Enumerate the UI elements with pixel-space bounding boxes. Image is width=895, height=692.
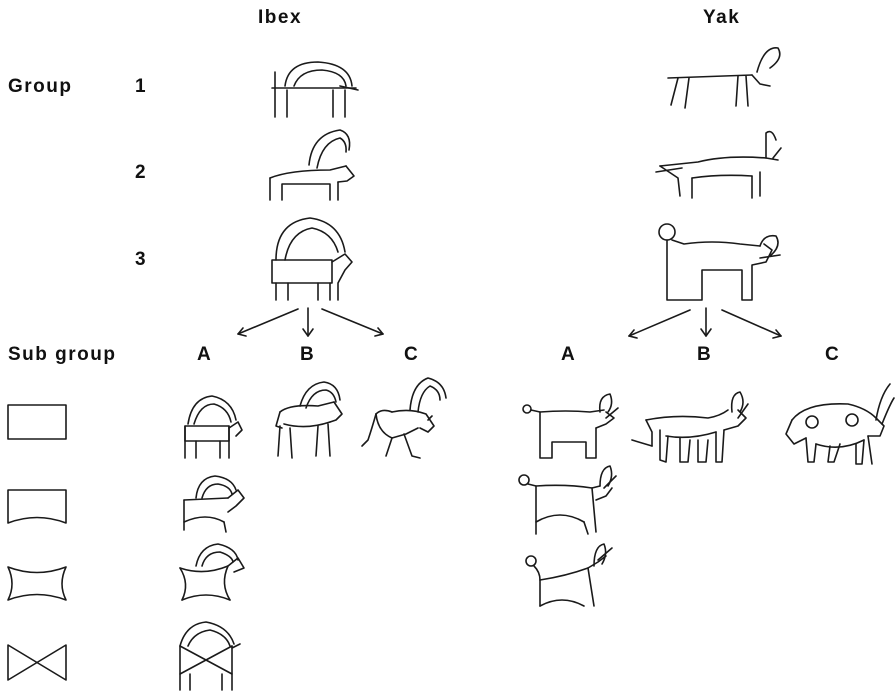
ibex-group-1-figure [272,62,358,117]
ibex-subgroup-a-crossed-figure [180,622,240,690]
ibex-subgroup-a-concave-bottom-figure [184,476,244,532]
yak-group-1-figure [668,48,780,108]
yak-subgroup-a-rectangular-figure [523,394,618,458]
shape-concave-bottom [8,490,66,523]
yak-group-2-figure [656,132,781,198]
yak-group-3-figure [659,224,780,300]
ibex-subgroup-b-figure [276,382,342,458]
ibex-group-3-figure [272,218,352,300]
yak-branch-arrows [629,308,781,338]
yak-subgroup-a-concave-both-figure [526,544,612,606]
yak-subgroup-c-figure [786,384,894,464]
yak-subgroup-b-figure [632,392,748,462]
ibex-subgroup-a-concave-both-figure [180,544,244,600]
shape-rectangle [8,405,66,439]
shape-concave-both [8,567,66,600]
ibex-subgroup-a-rectangular-figure [185,396,242,458]
ibex-branch-arrows [238,308,383,336]
shape-crossed-bowtie [8,645,66,680]
ibex-group-2-figure [270,130,354,200]
yak-subgroup-a-concave-bottom-figure [519,466,616,534]
ibex-subgroup-c-figure [362,378,446,458]
